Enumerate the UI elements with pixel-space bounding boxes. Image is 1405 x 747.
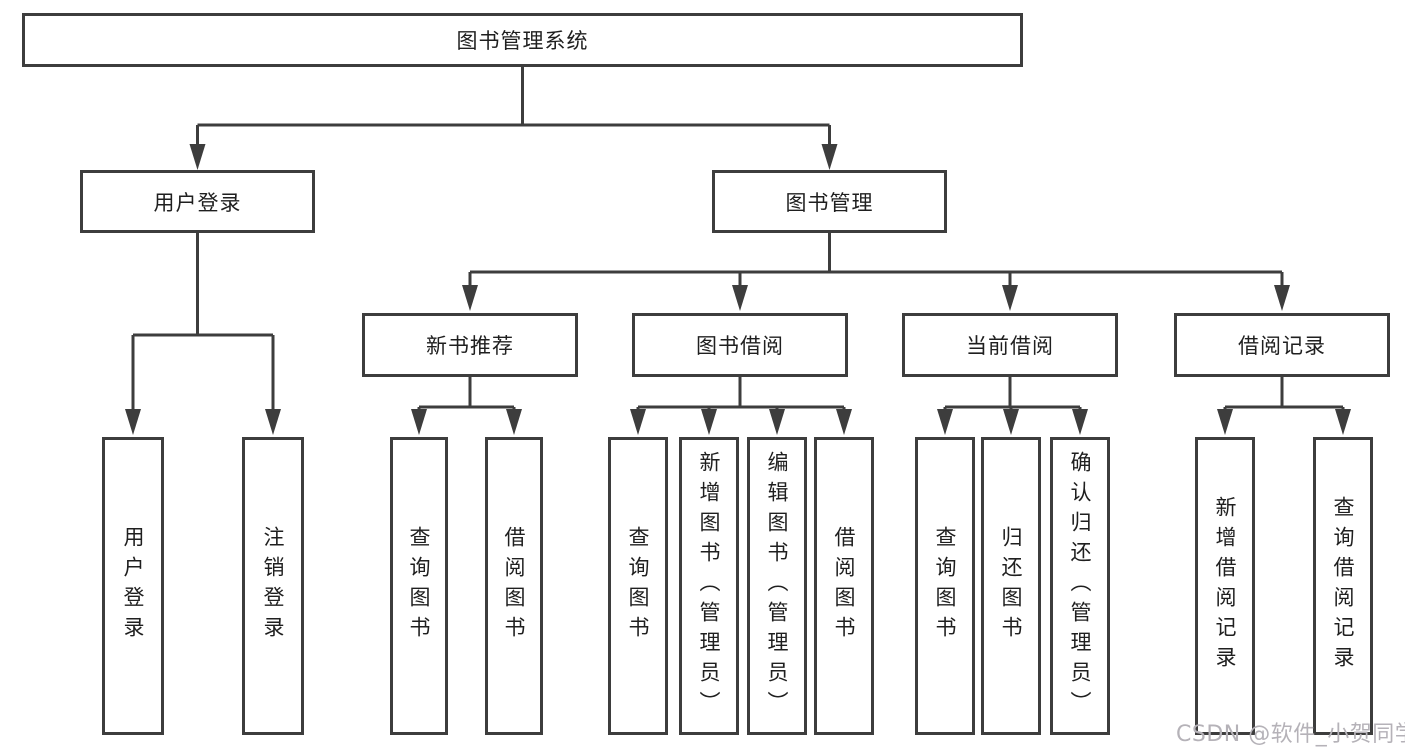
- leaf-borrow-add-books-admin: 新增图书（管理员）: [679, 437, 739, 735]
- node-label: 归还图书: [999, 526, 1023, 646]
- node-label: 图书借阅: [696, 334, 784, 358]
- csdn-watermark: CSDN @软件_小贺同学: [1176, 722, 1405, 747]
- node-label: 新增图书（管理员）: [697, 451, 721, 721]
- node-borrowing-records: 借阅记录: [1174, 313, 1390, 377]
- node-label: 借阅图书: [832, 526, 856, 646]
- node-label: 注销登录: [261, 526, 285, 646]
- node-label: 查询借阅记录: [1331, 496, 1355, 676]
- node-label: 用户登录: [121, 526, 145, 646]
- node-user-login: 用户登录: [80, 170, 315, 233]
- node-label: 查询图书: [933, 526, 957, 646]
- leaf-user-login: 用户登录: [102, 437, 164, 735]
- node-label: 确认归还（管理员）: [1068, 451, 1092, 721]
- node-label: 当前借阅: [966, 334, 1054, 358]
- node-label: 图书管理: [785, 190, 874, 215]
- node-label: 编辑图书（管理员）: [765, 451, 789, 721]
- leaf-borrow-query-books: 查询图书: [608, 437, 668, 735]
- leaf-current-confirm-return-admin: 确认归还（管理员）: [1050, 437, 1110, 735]
- arrowheads: [125, 144, 1351, 435]
- leaf-records-add-borrow-record: 新增借阅记录: [1195, 437, 1255, 735]
- node-label: 用户登录: [153, 190, 242, 215]
- node-label: 借阅图书: [502, 526, 526, 646]
- node-label: 图书管理系统: [456, 29, 589, 53]
- node-label: 新增借阅记录: [1213, 496, 1237, 676]
- node-label: 查询图书: [626, 526, 650, 646]
- leaf-records-query-borrow-record: 查询借阅记录: [1313, 437, 1373, 735]
- node-current-borrowing: 当前借阅: [902, 313, 1118, 377]
- leaf-current-return-books: 归还图书: [981, 437, 1041, 735]
- node-new-book-recommendation: 新书推荐: [362, 313, 578, 377]
- node-label: 新书推荐: [426, 334, 514, 358]
- leaf-recommend-borrow-books: 借阅图书: [485, 437, 543, 735]
- node-root: 图书管理系统: [22, 13, 1023, 67]
- leaf-borrow-borrow-books: 借阅图书: [814, 437, 874, 735]
- leaf-recommend-query-books: 查询图书: [390, 437, 448, 735]
- node-label: 借阅记录: [1238, 334, 1326, 358]
- leaf-current-query-books: 查询图书: [915, 437, 975, 735]
- node-book-borrowing: 图书借阅: [632, 313, 848, 377]
- node-book-management: 图书管理: [712, 170, 947, 233]
- leaf-borrow-edit-books-admin: 编辑图书（管理员）: [747, 437, 807, 735]
- leaf-logout: 注销登录: [242, 437, 304, 735]
- node-label: 查询图书: [407, 526, 431, 646]
